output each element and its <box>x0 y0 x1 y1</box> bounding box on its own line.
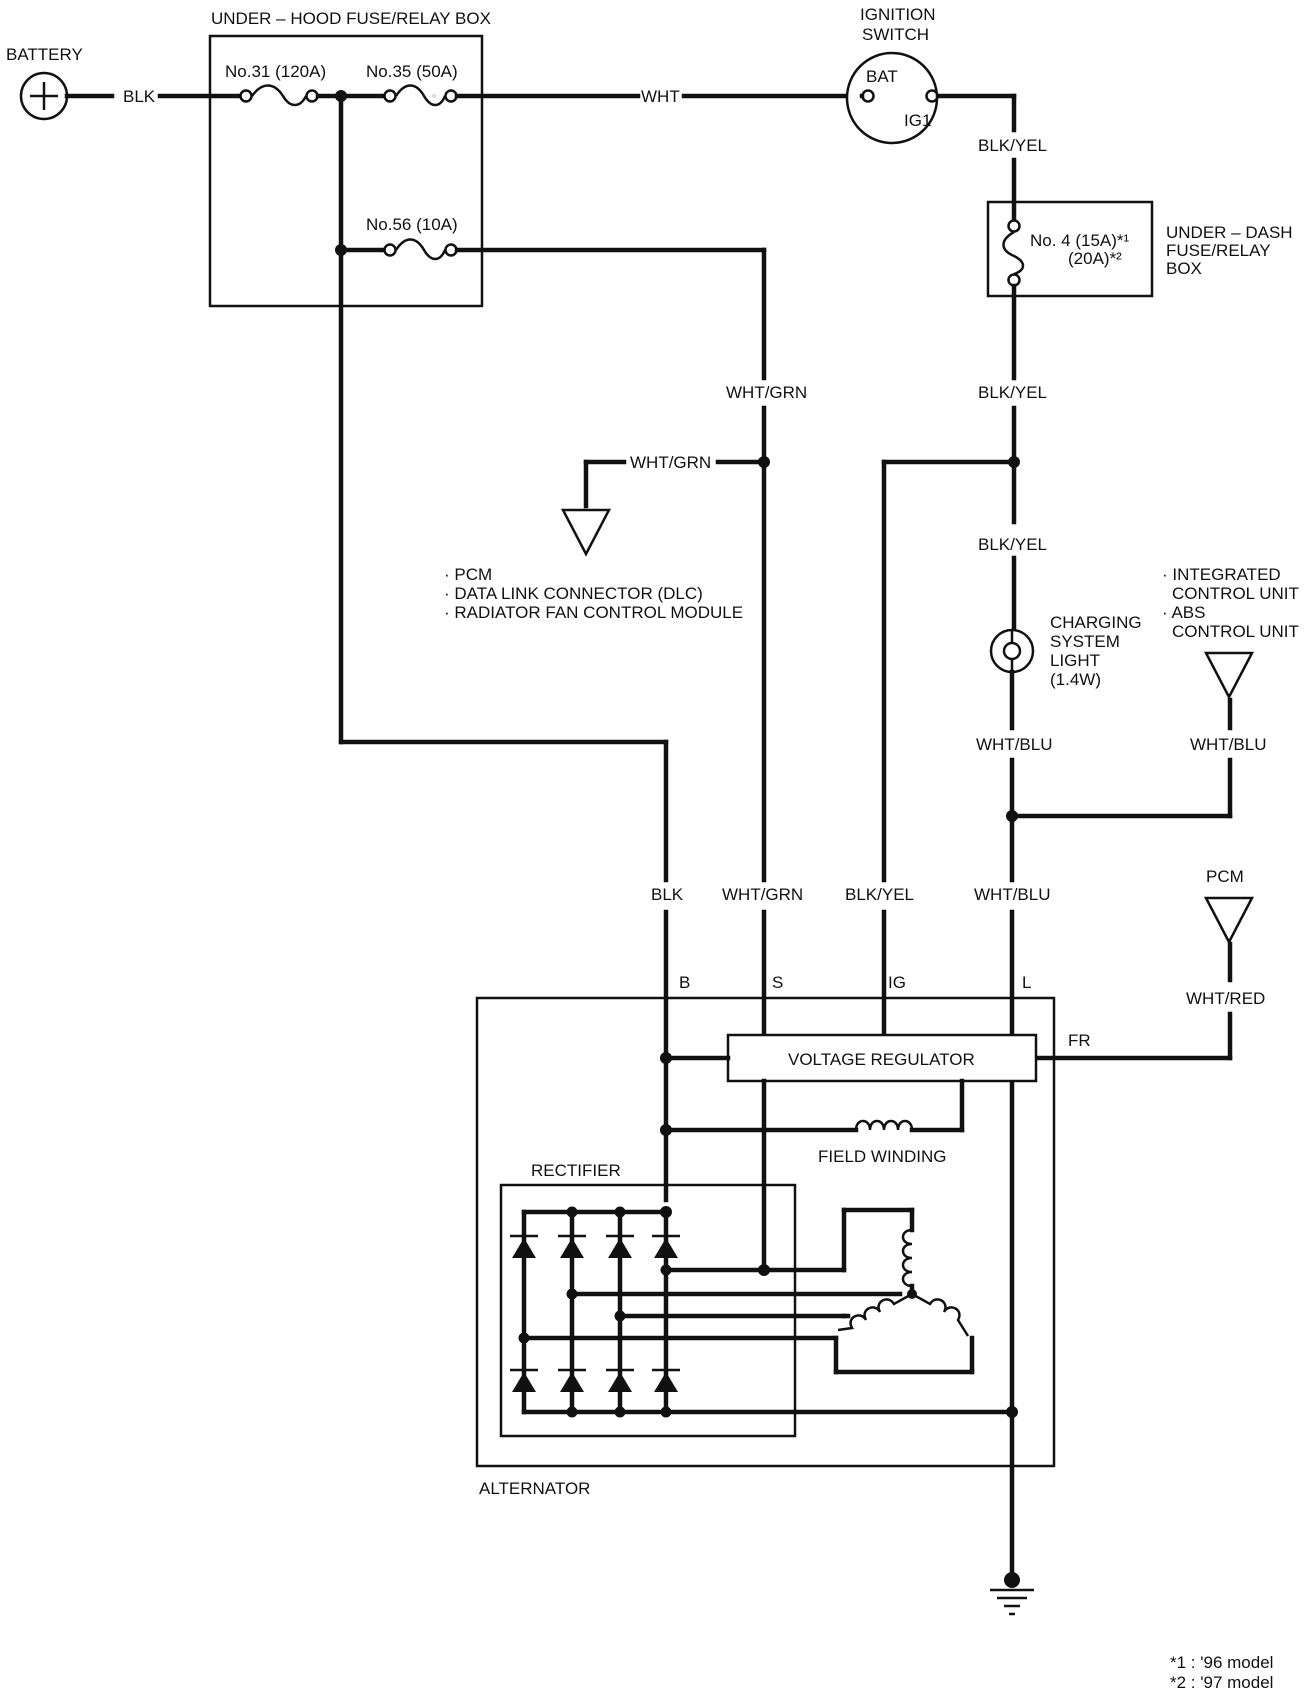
dest-icu-label-2: CONTROL UNIT <box>1172 584 1299 603</box>
wire-label-blk-yel-3: BLK/YEL <box>978 535 1047 554</box>
fuse-35-symbol <box>383 84 458 107</box>
light-label-4: (1.4W) <box>1050 670 1101 689</box>
ig1-terminal-label: IG1 <box>904 111 931 130</box>
light-label-2: SYSTEM <box>1050 632 1120 651</box>
dest-icu-label-1: · INTEGRATED <box>1162 565 1281 584</box>
ignition-switch-label-1: IGNITION <box>860 5 936 24</box>
voltage-regulator-label: VOLTAGE REGULATOR <box>788 1050 975 1069</box>
terminal-l-label: L <box>1022 973 1031 992</box>
wire-label-blk-alt: BLK <box>651 885 684 904</box>
wire-label-blk-yel-2: BLK/YEL <box>978 383 1047 402</box>
alternator-label: ALTERNATOR <box>479 1479 590 1498</box>
fuse-56-label: No.56 (10A) <box>366 215 458 234</box>
model-note-1: *1 : '96 model <box>1170 1653 1273 1672</box>
under-dash-box-label-3: BOX <box>1166 259 1202 278</box>
wire-label-blk-battery: BLK <box>123 87 156 106</box>
field-winding-label: FIELD WINDING <box>818 1147 946 1166</box>
dest-icu-label-4: CONTROL UNIT <box>1172 622 1299 641</box>
bat-terminal-label: BAT <box>866 67 898 86</box>
fuse-4-label-1: No. 4 (15A)*¹ <box>1030 231 1130 250</box>
fuse-31-symbol <box>239 84 319 107</box>
light-label-1: CHARGING <box>1050 613 1142 632</box>
dest-pcm-list-1: · PCM <box>444 565 492 584</box>
pcm-destination-triangle <box>1203 896 1255 945</box>
model-note-2: *2 : '97 model <box>1170 1673 1273 1692</box>
under-hood-fuse-relay-box <box>208 34 484 308</box>
wire-label-wht-grn-1: WHT/GRN <box>726 383 807 402</box>
ground-symbol <box>990 1572 1034 1616</box>
wire-label-wht-blu-1: WHT/BLU <box>976 735 1053 754</box>
wire-label-wht-blu-2: WHT/BLU <box>1190 735 1267 754</box>
rectifier-diodes <box>510 1206 680 1418</box>
wire-label-wht-main: WHT <box>641 87 680 106</box>
wire-label-wht-red: WHT/RED <box>1186 989 1265 1008</box>
field-winding-coil <box>854 1119 914 1131</box>
icu-abs-destination-triangle <box>1203 651 1255 700</box>
terminal-s-label: S <box>772 973 783 992</box>
wire-label-wht-grn-alt: WHT/GRN <box>722 885 803 904</box>
ignition-switch-symbol <box>845 51 939 145</box>
terminal-fr-label: FR <box>1068 1031 1091 1050</box>
fuse-31-label: No.31 (120A) <box>225 62 326 81</box>
dest-icu-label-3: · ABS <box>1162 603 1205 622</box>
fuse-56-symbol <box>383 238 458 261</box>
wire-label-blk-yel-1: BLK/YEL <box>978 136 1047 155</box>
fuse-35-label: No.35 (50A) <box>366 62 458 81</box>
wire-label-wht-blu-alt: WHT/BLU <box>974 885 1051 904</box>
pcm-dlc-destination-triangle <box>560 508 612 557</box>
under-dash-fuse-relay-box <box>986 200 1154 298</box>
battery-label: BATTERY <box>6 45 83 64</box>
terminal-ig-label: IG <box>888 973 906 992</box>
rectifier-box <box>499 1183 797 1438</box>
voltage-regulator-box <box>726 1033 1038 1083</box>
fuse-4-symbol <box>1002 219 1025 287</box>
fuse-4-label-2: (20A)*² <box>1068 249 1122 268</box>
under-hood-box-label: UNDER – HOOD FUSE/RELAY BOX <box>211 9 491 28</box>
ignition-switch-label-2: SWITCH <box>862 25 929 44</box>
light-label-3: LIGHT <box>1050 651 1100 670</box>
charging-system-light-symbol <box>989 628 1035 674</box>
battery-symbol <box>19 71 69 121</box>
wire-label-blk-yel-alt: BLK/YEL <box>845 885 914 904</box>
under-dash-box-label-2: FUSE/RELAY <box>1166 241 1271 260</box>
rectifier-label: RECTIFIER <box>531 1161 621 1180</box>
stator-winding <box>833 1207 975 1375</box>
terminal-b-label: B <box>679 973 690 992</box>
under-dash-box-label-1: UNDER – DASH <box>1166 223 1293 242</box>
dest-pcm-list-2: · DATA LINK CONNECTOR (DLC) <box>444 584 703 603</box>
dest-pcm-list-3: · RADIATOR FAN CONTROL MODULE <box>444 603 743 622</box>
dest-pcm-label: PCM <box>1206 867 1244 886</box>
wire-label-wht-grn-2: WHT/GRN <box>630 453 711 472</box>
